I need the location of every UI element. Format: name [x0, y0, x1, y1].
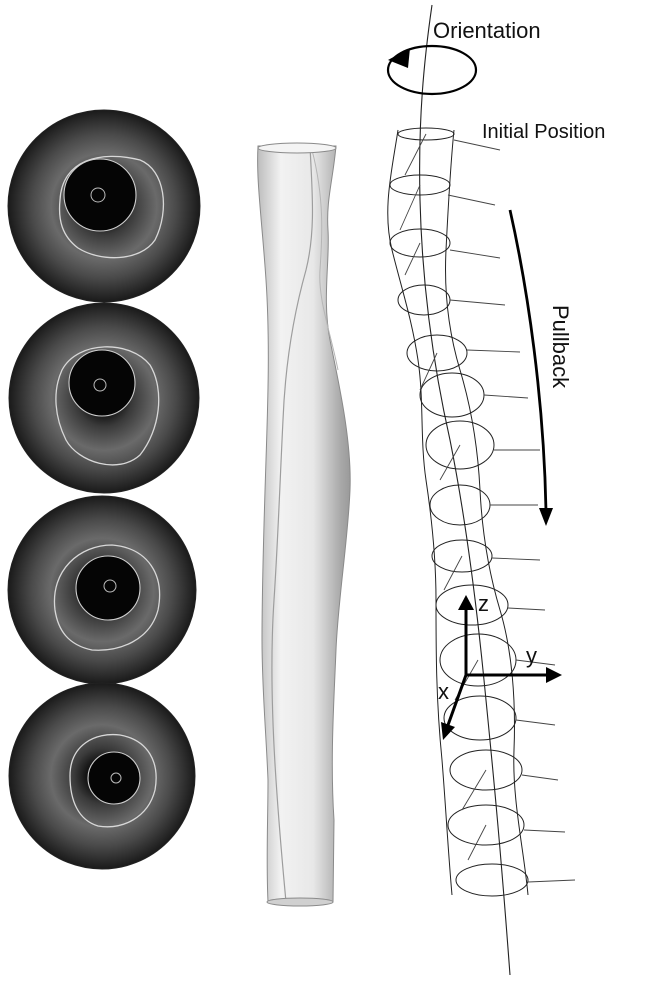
- ivus-frame-3: [8, 496, 196, 684]
- ivus-frame-4: [9, 683, 195, 869]
- axis-z-label: z: [478, 591, 489, 616]
- axis-x-arrow: [448, 675, 466, 725]
- wireframe-right-boundary: [446, 130, 528, 895]
- axis-x-label: x: [438, 679, 449, 704]
- ivus-frame-1: [8, 110, 200, 302]
- vessel-3d-model: [258, 143, 351, 906]
- wireframe-left-boundary: [388, 130, 452, 895]
- ivus-frame-2: [9, 303, 199, 493]
- pullback-label: Pullback: [548, 305, 573, 389]
- axis-y-label: y: [526, 643, 537, 668]
- orientation-label: Orientation: [433, 18, 541, 43]
- ivus-frames: [8, 110, 200, 869]
- orientation-rotation-arrow: [388, 46, 476, 94]
- catheter-wireframe: [388, 5, 575, 975]
- catheter-path-line: [420, 5, 510, 975]
- pullback-arrow: [510, 210, 553, 526]
- initial-position-label: Initial Position: [482, 121, 605, 143]
